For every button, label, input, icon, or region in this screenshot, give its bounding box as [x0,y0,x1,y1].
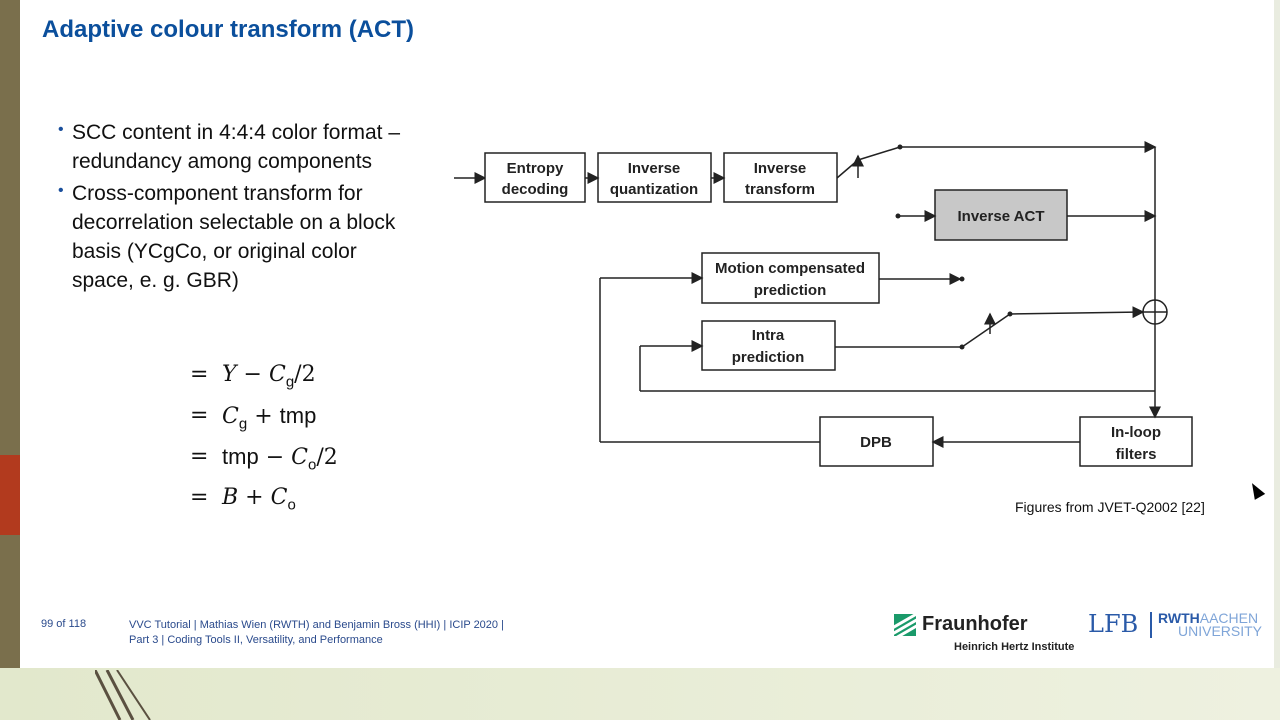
footer-line: Part 3 | Coding Tools II, Versatility, a… [129,634,383,646]
slide-canvas: Adaptive colour transform (ACT) •SCC con… [20,0,1274,668]
inverse-transform-label: Inverse [754,160,807,177]
inverse-quantization-label: quantization [610,181,698,198]
bullet-item: •SCC content in 4:4:4 color format – red… [58,121,400,173]
inverse-transform-label: transform [745,181,815,198]
motion-compensated-label: Motion compensated [715,260,865,277]
decorative-lines [95,670,151,720]
equation-rhs: B + Co [222,485,296,514]
footer-line: VVC Tutorial | Mathias Wien (RWTH) and B… [129,619,504,631]
lfb-logo: LFB [1088,610,1139,638]
bottom-background-band [0,668,1280,720]
left-accent-bar [0,455,20,535]
fraunhofer-subtitle: Heinrich Hertz Institute [954,641,1075,653]
bullet-text: Cross-component transform for decorrelat… [72,182,396,292]
right-border [1274,0,1280,720]
inverse-act-label: Inverse ACT [958,208,1045,225]
entropy-decoding-label: Entropy [507,160,564,177]
entropy-decoding-label: decoding [502,181,569,198]
left-decorative-strip [0,0,20,720]
bullet-item: •Cross-component transform for decorrela… [58,182,396,292]
intra-prediction-label: Intra [752,327,785,344]
figure-caption: Figures from JVET-Q2002 [22] [1015,499,1205,515]
equals-sign: = [190,362,209,387]
equation-rhs: Cg + tmp [222,403,317,433]
rwth-separator [1150,612,1152,638]
equals-sign: = [190,485,209,510]
intra-prediction-label: prediction [732,349,805,366]
equation-rhs: tmp − Co/2 [222,444,338,474]
equation-rhs: Y − Cg/2 [222,362,316,391]
fraunhofer-logo: Fraunhofer Heinrich Hertz Institute [894,613,1074,653]
equals-sign: = [190,444,209,469]
in-loop-filters-label: In-loop [1111,424,1161,441]
page-number: 99 of 118 [41,618,87,630]
bullet-list: •SCC content in 4:4:4 color format – red… [58,118,408,298]
footer-info: VVC Tutorial | Mathias Wien (RWTH) and B… [129,618,504,648]
dpb-label: DPB [860,434,892,451]
inverse-quantization-label: Inverse [628,160,681,177]
fraunhofer-mark-icon [894,613,916,636]
bullet-text: SCC content in 4:4:4 color format – redu… [72,121,400,173]
in-loop-filters-label: filters [1116,446,1157,463]
slide-title: Adaptive colour transform (ACT) [42,16,415,43]
motion-compensated-label: prediction [754,282,827,299]
decoder-block-diagram: Entropy decoding Inverse quantization In… [454,141,1193,467]
fraunhofer-name: Fraunhofer [922,613,1028,635]
equals-sign: = [190,403,209,428]
